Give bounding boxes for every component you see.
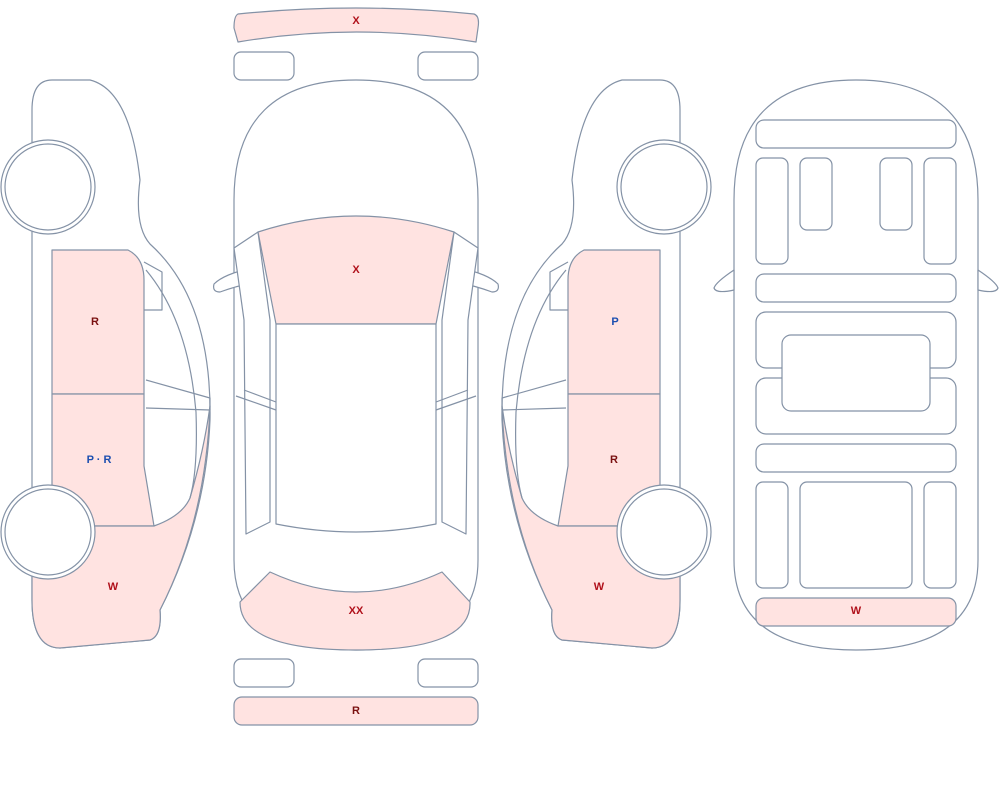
right-rear-wheel[interactable]: [620, 488, 708, 576]
underbody-rear-panel-code: W: [851, 605, 862, 617]
left-rear-wheel[interactable]: [4, 488, 92, 576]
underbody-crossmember-1[interactable]: [755, 273, 957, 303]
underbody-mirror-left: [713, 269, 735, 293]
underbody-front-left-arm[interactable]: [799, 157, 833, 231]
right-front-wheel[interactable]: [620, 143, 708, 231]
left-rear-quarter-code: W: [108, 581, 119, 593]
underbody-crossmember-2[interactable]: [755, 443, 957, 473]
left-front-door[interactable]: [51, 249, 145, 395]
roof[interactable]: [275, 323, 437, 533]
underbody-front-right-arm[interactable]: [879, 157, 913, 231]
windshield[interactable]: [257, 215, 455, 325]
underbody-front-left-rail[interactable]: [755, 157, 789, 265]
underbody-rear-panel[interactable]: [755, 597, 957, 627]
underbody-rear-floor[interactable]: [799, 481, 913, 589]
underbody-rear-left-rail[interactable]: [755, 481, 789, 589]
right-rear-door-code: R: [610, 454, 618, 466]
right-rear-quarter[interactable]: [501, 405, 681, 649]
windshield-code: X: [352, 264, 360, 276]
rear-window-code: XX: [349, 605, 364, 617]
underbody-rear-right-rail[interactable]: [923, 481, 957, 589]
right-front-door-code: P: [611, 316, 618, 328]
underbody-mirror-right: [977, 269, 999, 293]
rear-window[interactable]: [239, 571, 471, 651]
rear-bumper-code: R: [352, 705, 360, 717]
right-rear-quarter-code: W: [594, 581, 605, 593]
headlight-left[interactable]: [233, 51, 295, 81]
right-side-view: [501, 79, 712, 649]
left-front-wheel[interactable]: [4, 143, 92, 231]
taillight-left[interactable]: [233, 658, 295, 688]
underbody-center-tunnel[interactable]: [781, 334, 931, 412]
left-rear-door-code: P · R: [87, 454, 112, 466]
left-side-view: [0, 79, 211, 649]
rear-bumper[interactable]: [233, 696, 479, 726]
damage-labels: X X XX R R P · R W P R W W: [87, 15, 862, 717]
left-front-door-code: R: [91, 316, 99, 328]
left-rear-quarter[interactable]: [31, 405, 211, 649]
front-bumper[interactable]: [233, 7, 480, 43]
underbody-front-right-rail[interactable]: [923, 157, 957, 265]
right-front-door[interactable]: [567, 249, 661, 395]
taillight-right[interactable]: [417, 658, 479, 688]
top-view: [213, 7, 499, 726]
underbody-view: [713, 79, 999, 651]
underbody-front-bar[interactable]: [755, 119, 957, 149]
headlight-right[interactable]: [417, 51, 479, 81]
front-bumper-code: X: [352, 15, 360, 27]
